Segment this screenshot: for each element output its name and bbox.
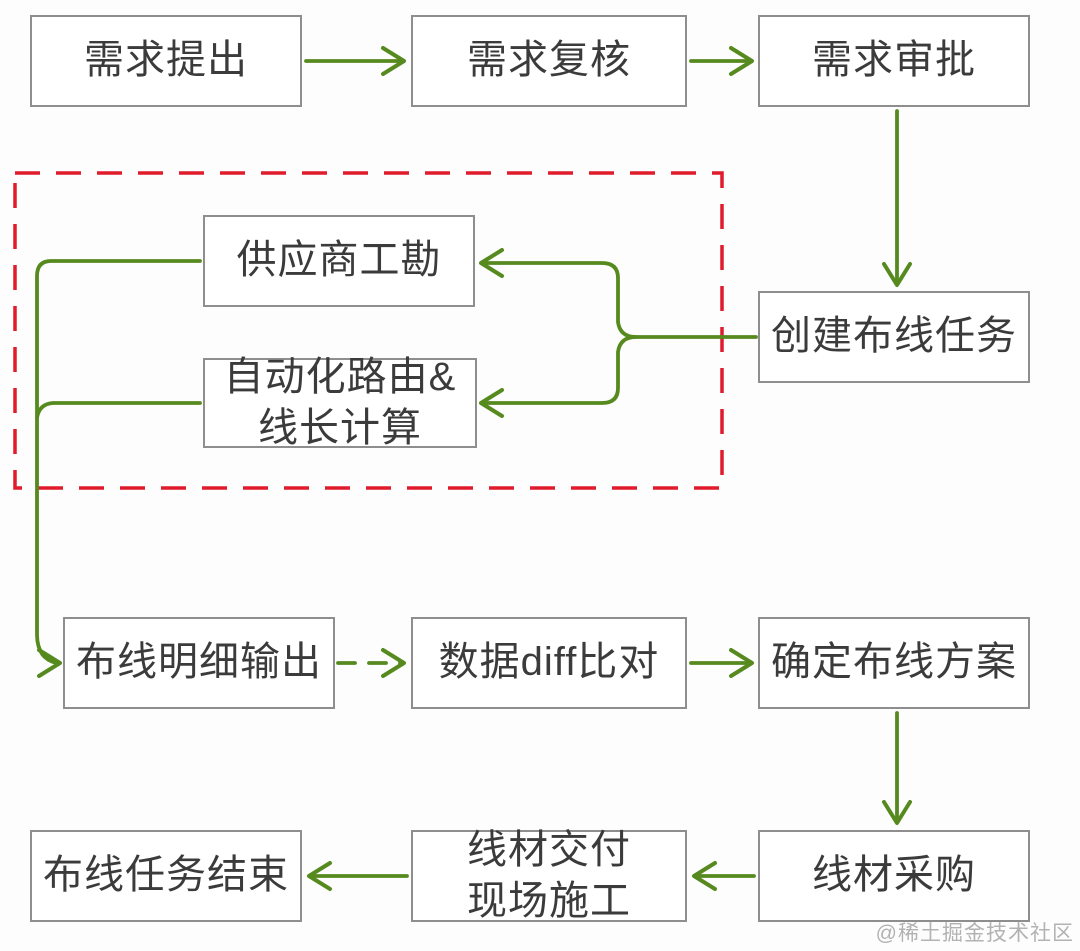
node-auto-routing-length-calc: 自动化路由& 线长计算 [203, 355, 477, 450]
node-confirm-cabling-plan-label: 确定布线方案 [771, 640, 1017, 685]
node-cabling-task-end: 布线任务结束 [30, 830, 302, 922]
node-demand-review-label: 需求复核 [467, 38, 631, 83]
node-demand-approval-label: 需求审批 [812, 38, 976, 83]
node-cable-delivery-construction: 线材交付 现场施工 [411, 828, 687, 923]
node-demand-proposal: 需求提出 [30, 15, 302, 107]
node-demand-proposal-label: 需求提出 [84, 38, 248, 83]
node-supplier-survey: 供应商工勘 [203, 215, 475, 307]
juejin-watermark: @稀土掘金技术社区 [875, 922, 1074, 945]
node-cable-procurement-label: 线材采购 [812, 853, 976, 898]
node-cabling-detail-output-label: 布线明细输出 [76, 640, 322, 685]
node-create-cabling-task: 创建布线任务 [758, 291, 1030, 383]
node-supplier-survey-label: 供应商工勘 [236, 238, 442, 283]
node-demand-review: 需求复核 [411, 15, 687, 107]
node-data-diff-compare-label: 数据diff比对 [438, 640, 660, 685]
node-data-diff-compare: 数据diff比对 [411, 617, 687, 709]
node-auto-routing-length-calc-label: 自动化路由& 线长计算 [223, 354, 457, 450]
node-cabling-task-end-label: 布线任务结束 [43, 853, 289, 898]
connector-supplier-survey-to-detail-output [35, 259, 202, 678]
node-cable-delivery-construction-label: 线材交付 现场施工 [467, 827, 631, 923]
connector-create-task-to-supplier-survey [479, 248, 758, 339]
node-demand-approval: 需求审批 [758, 15, 1030, 107]
node-create-cabling-task-label: 创建布线任务 [771, 314, 1017, 359]
node-confirm-cabling-plan: 确定布线方案 [758, 617, 1030, 709]
node-cabling-detail-output: 布线明细输出 [63, 617, 335, 709]
node-cable-procurement: 线材采购 [758, 830, 1030, 922]
connector-create-task-to-auto-routing [479, 335, 638, 418]
connector-auto-routing-join-rail [35, 401, 202, 420]
